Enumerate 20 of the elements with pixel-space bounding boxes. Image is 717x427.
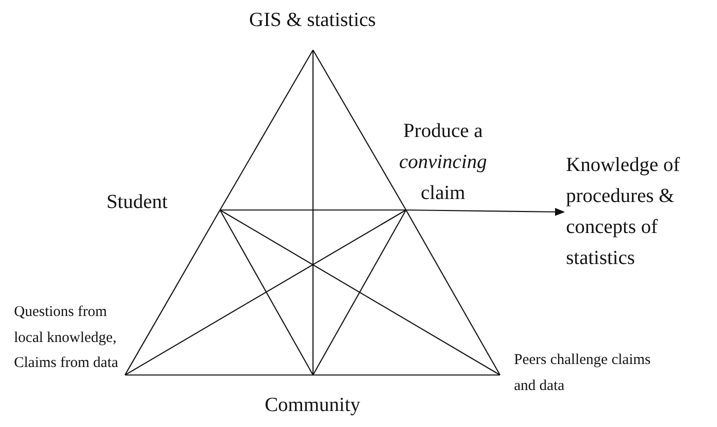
line [406,210,500,376]
node-label: GIS & statistics [220,8,405,32]
line [125,374,313,376]
line [312,210,406,376]
line [220,50,314,210]
line [220,210,314,376]
line [313,374,500,376]
line [220,210,500,376]
node-label: Produce a convincing claim [384,116,502,209]
node-label: Questions from local knowledge, Claims from data [14,300,126,376]
line [124,210,406,376]
line [312,50,314,375]
line [124,210,220,376]
node-label: Student [92,190,182,214]
line [220,209,406,211]
line [312,50,406,210]
node-label: Community [245,393,380,417]
node-label: Knowledge of procedures & concepts of statistics [566,150,716,274]
node-label: Peers challenge claims and data [514,348,654,399]
arrow [406,208,565,216]
